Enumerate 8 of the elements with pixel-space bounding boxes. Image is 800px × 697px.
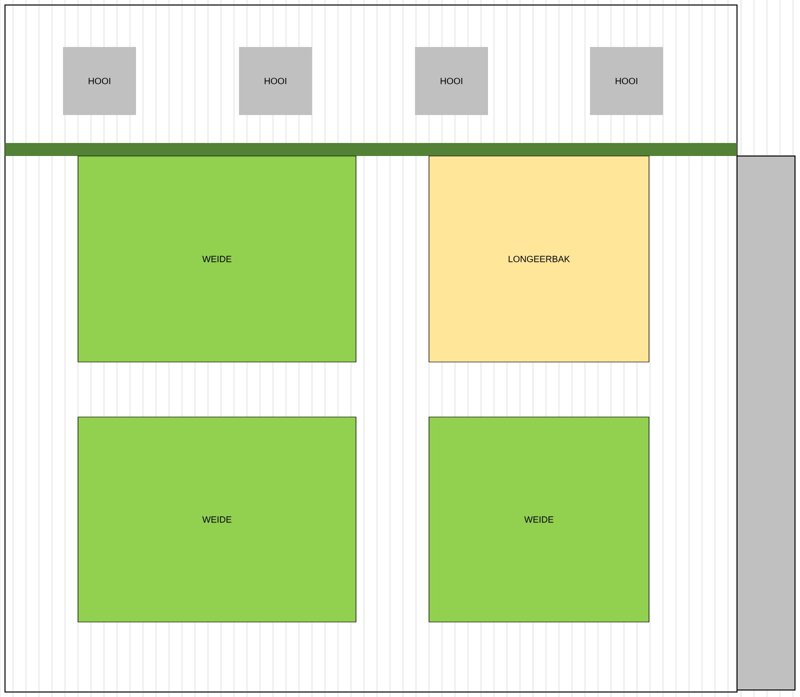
hay-box: HOOI bbox=[590, 47, 663, 115]
pasture-field: WEIDE bbox=[78, 156, 356, 362]
pasture-field: WEIDE bbox=[78, 416, 356, 622]
arena-field: LONGEERBAK bbox=[428, 156, 650, 362]
hay-box: HOOI bbox=[415, 47, 488, 115]
hay-box: HOOI bbox=[239, 47, 312, 115]
pasture-field: WEIDE bbox=[428, 416, 650, 622]
hay-box: HOOI bbox=[63, 47, 136, 115]
